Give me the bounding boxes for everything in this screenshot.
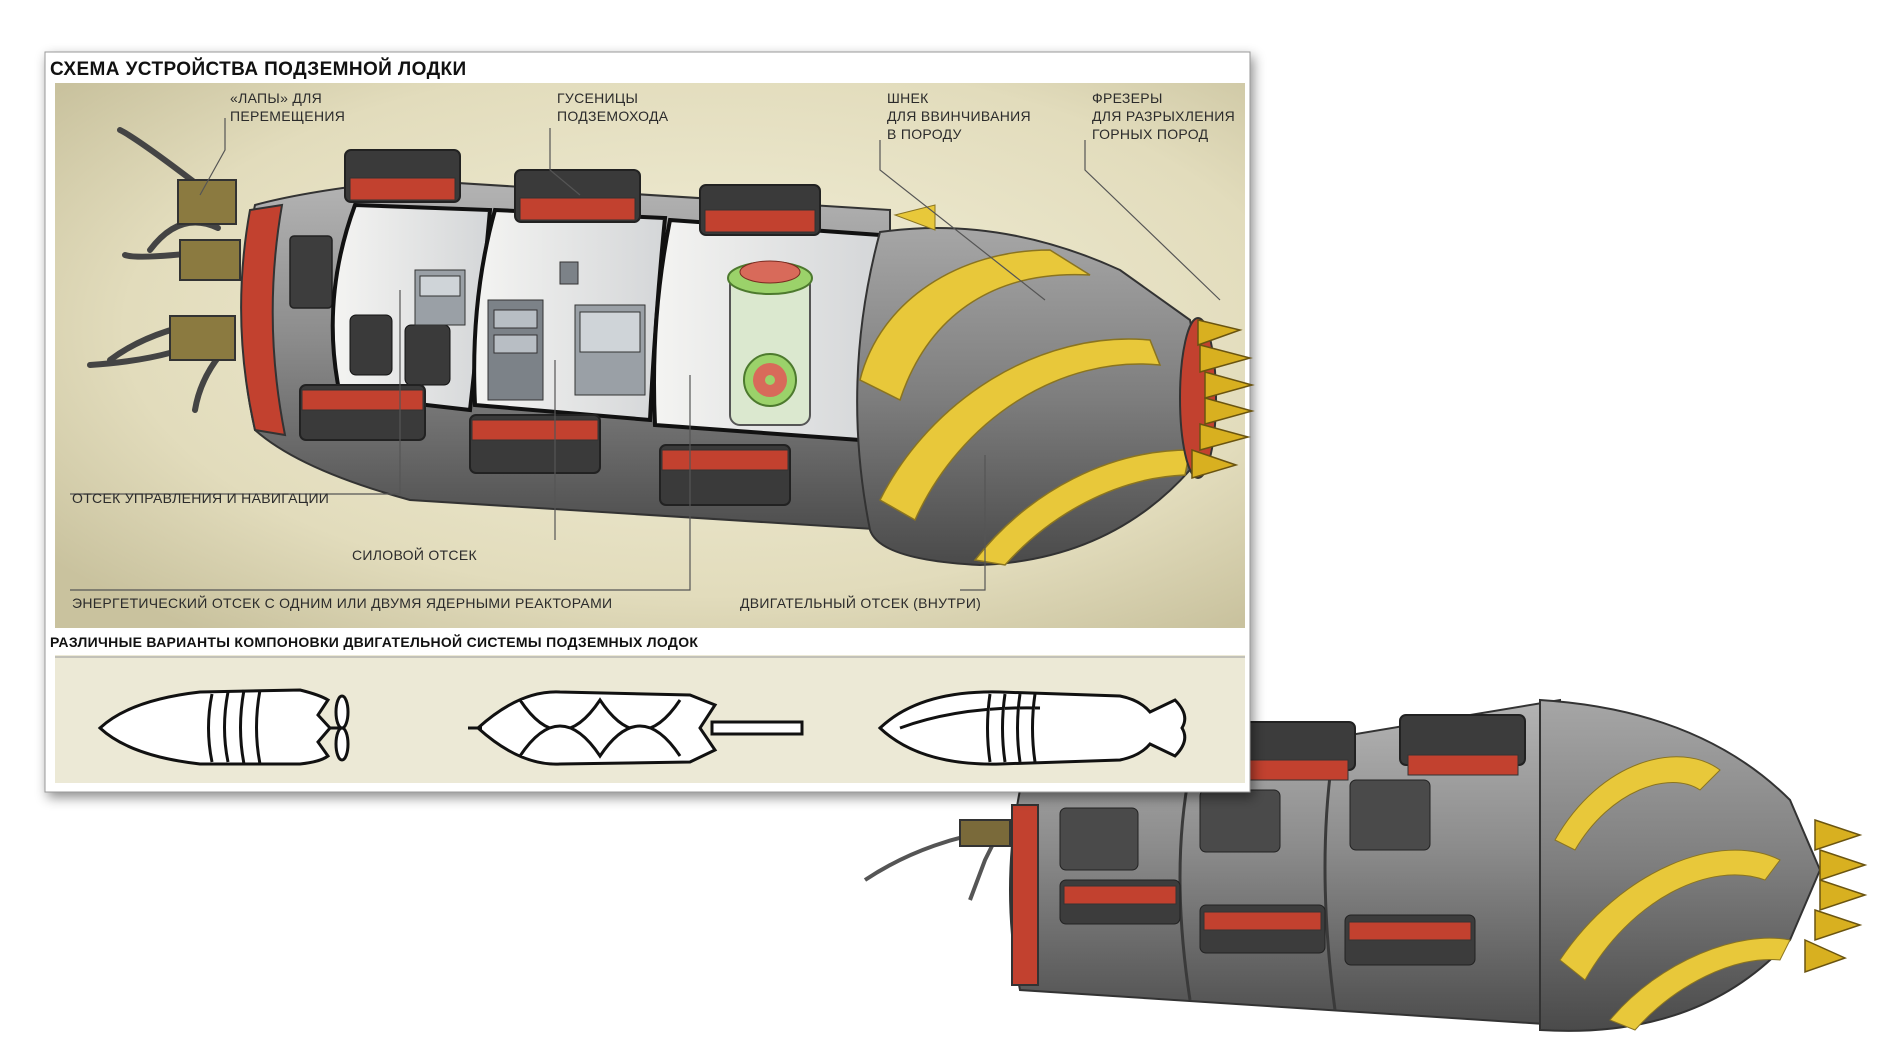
label-auger-line3: В ПОРОДУ [887, 126, 962, 142]
label-power-compartment: СИЛОВОЙ ОТСЕК [352, 546, 477, 563]
label-tracks-line1: ГУСЕНИЦЫ [557, 90, 638, 106]
control-compartment [330, 202, 493, 413]
leader-lines [70, 118, 1221, 591]
variant-2-auger [468, 690, 804, 766]
label-engine-compartment: ДВИГАТЕЛЬНЫЙ ОТСЕК (ВНУТРИ) [740, 594, 981, 611]
label-control-compartment: ОТСЕК УПРАВЛЕНИЯ И НАВИГАЦИИ [72, 490, 329, 506]
label-cutters-line2: ДЛЯ РАЗРЫХЛЕНИЯ [1092, 108, 1235, 124]
exterior-legs [863, 819, 1011, 901]
power-compartment [472, 207, 668, 423]
label-tracks-line2: ПОДЗЕМОХОДА [557, 108, 669, 124]
variant-1-propeller [97, 688, 350, 766]
variants-title: РАЗЛИЧНЫЕ ВАРИАНТЫ КОМПОНОВКИ ДВИГАТЕЛЬН… [50, 633, 698, 650]
legs-illustration [87, 127, 241, 413]
cutters-illustration [1191, 319, 1255, 480]
label-energy-compartment: ЭНЕРГЕТИЧЕСКИЙ ОТСЕК С ОДНИМ ИЛИ ДВУМЯ Я… [72, 594, 612, 611]
label-legs-line2: ПЕРЕМЕЩЕНИЯ [230, 108, 345, 124]
label-cutters-line3: ГОРНЫХ ПОРОД [1092, 126, 1209, 142]
exterior-cutters [1804, 818, 1868, 974]
label-cutters-line1: ФРЕЗЕРЫ [1092, 90, 1163, 106]
label-legs-line1: «ЛАПЫ» ДЛЯ [230, 90, 322, 106]
page-title: СХЕМА УСТРОЙСТВА ПОДЗЕМНОЙ ЛОДКИ [50, 58, 467, 80]
label-auger-line1: ШНЕК [887, 90, 929, 106]
top-tracks [344, 149, 821, 236]
bottom-tracks [299, 384, 791, 506]
variant-3-plain [877, 690, 1187, 766]
reactor-compartment [652, 217, 883, 443]
label-auger-line2: ДЛЯ ВВИНЧИВАНИЯ [887, 108, 1031, 124]
